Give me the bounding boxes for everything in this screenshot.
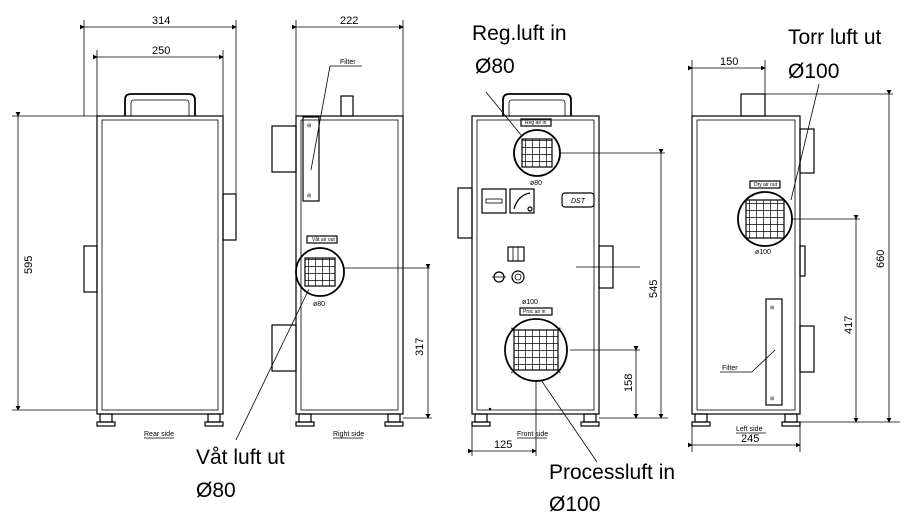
callout-reg-title: Reg.luft in [472, 22, 567, 45]
svg-text:Våt air out: Våt air out [312, 236, 335, 243]
front-handle [502, 93, 572, 116]
dim-left-150: 150 [720, 56, 738, 68]
right-outlet-ring [295, 247, 345, 297]
svg-text:Proc air in: Proc air in [523, 309, 546, 315]
dim-front-125: 125 [494, 439, 512, 451]
svg-text:⊞: ⊞ [307, 123, 311, 129]
callout-reg-size: Ø80 [475, 55, 515, 78]
left-cabinet [691, 115, 801, 415]
callout-torr-title: Torr luft ut [788, 26, 882, 49]
front-spigot-left [457, 187, 473, 239]
right-view: ⊞ ⊞ Filter Våt air out ø80 Right side 22… [271, 15, 432, 439]
svg-text:•: • [559, 326, 561, 332]
front-process-air-plate [519, 307, 553, 316]
dim-rear-250: 250 [152, 45, 170, 57]
svg-text:Reg air in: Reg air in [525, 120, 547, 126]
callout-process-title: Processluft in [549, 461, 675, 484]
svg-text:⊞: ⊞ [770, 305, 774, 311]
rear-spigot-right [222, 193, 237, 241]
left-filter-plate [765, 298, 783, 406]
rear-handle [124, 93, 196, 116]
right-spigot-bottom [271, 324, 297, 372]
callout-vat-title: Våt luft ut [196, 446, 285, 469]
dim-rear-595: 595 [23, 256, 35, 274]
right-filter-plate [302, 116, 320, 202]
left-side-label: Left side [736, 426, 763, 433]
rear-cabinet [96, 115, 224, 415]
dim-left-660: 660 [875, 250, 887, 268]
left-phi100: ø100 [755, 249, 771, 256]
dim-left-245: 245 [741, 433, 759, 445]
dim-left-417: 417 [843, 316, 855, 334]
front-process-inlet-grille [513, 329, 559, 371]
front-reg-inlet-grille [521, 138, 553, 168]
front-gauge-box [509, 188, 535, 214]
right-filter-label: Filter [340, 59, 356, 66]
svg-text:⊞: ⊞ [307, 193, 311, 199]
front-terminal-block [507, 246, 525, 262]
right-phi80: ø80 [313, 301, 325, 308]
svg-text:•: • [559, 370, 561, 376]
callout-torr-size: Ø100 [788, 60, 839, 83]
front-side-label: Front side [517, 431, 548, 438]
front-reg-air-plate [520, 118, 552, 127]
right-wet-air-plate [306, 235, 338, 244]
rear-foot-left [99, 413, 113, 423]
svg-text:•: • [511, 370, 513, 376]
rear-view: Rear side 314 250 595 [12, 15, 237, 439]
dst-logo: DST [571, 198, 586, 205]
front-phi100: ø100 [522, 299, 538, 306]
left-outlet-grille [745, 199, 785, 239]
front-switch-box [481, 188, 507, 214]
left-view: Dry air out ø100 ⊞ ⊞ Filter Left side 15… [688, 56, 900, 452]
front-phi80: ø80 [530, 180, 542, 187]
rear-side-label: Rear side [144, 431, 174, 438]
left-spigot-bottom [799, 325, 815, 373]
svg-text:•: • [511, 326, 513, 332]
dim-right-317: 317 [414, 338, 426, 356]
callout-process-size: Ø100 [549, 493, 600, 514]
rear-spigot-left [83, 245, 98, 293]
front-connector-2 [511, 270, 525, 284]
dim-right-222: 222 [340, 15, 358, 27]
left-spigot-top [799, 128, 815, 174]
rear-foot-right [207, 413, 221, 423]
dim-front-158: 158 [623, 374, 635, 392]
left-dry-air-plate [749, 180, 781, 189]
right-spigot-top [271, 125, 297, 173]
right-outlet-grille [304, 257, 336, 287]
dst-logo-box [561, 192, 595, 208]
dim-front-545: 545 [648, 280, 660, 298]
left-top-outlet [740, 93, 766, 117]
dim-rear-314: 314 [152, 15, 170, 27]
right-side-label: Right side [333, 431, 364, 438]
callout-vat-size: Ø80 [196, 479, 236, 502]
left-filter-label: Filter [722, 365, 738, 372]
svg-text:⊞: ⊞ [770, 396, 774, 402]
callout-leaders [235, 83, 820, 463]
front-view: Reg air in ø80 DST ø100 Proc air in • • … [457, 93, 668, 456]
svg-text:Dry air out: Dry air out [754, 182, 778, 188]
